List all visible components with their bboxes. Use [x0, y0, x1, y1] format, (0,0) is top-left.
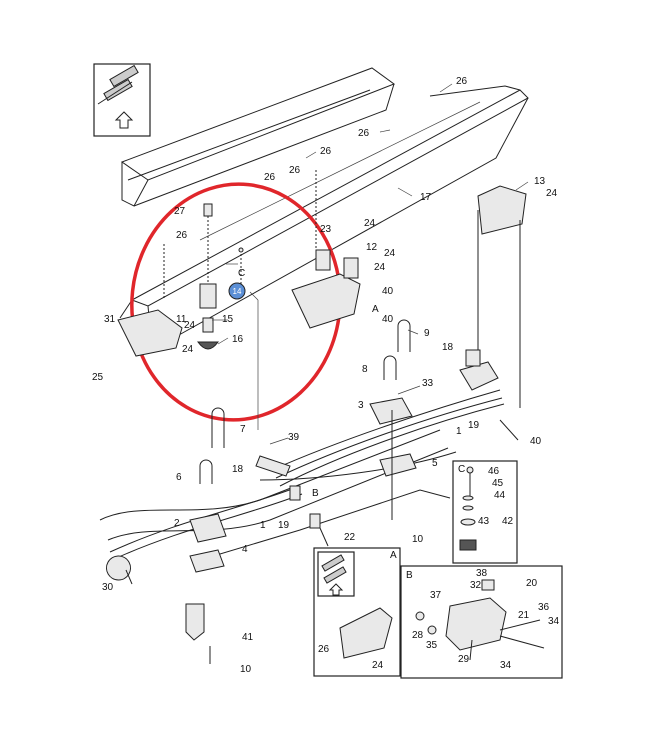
detail-A-item-1: 24 [372, 660, 384, 671]
leader-lines [212, 83, 529, 445]
callout-24: 24 [182, 344, 194, 355]
callout-15: 15 [222, 314, 234, 325]
callout-17: 17 [420, 192, 432, 203]
detail-box-A: A 26 24 [313, 547, 401, 677]
highlight-badge [228, 282, 246, 300]
callout-2: 2 [174, 518, 180, 529]
detail-C-item-1: 45 [492, 478, 504, 489]
detail-B-item-3: 37 [430, 590, 442, 601]
callout-40: 40 [530, 436, 542, 447]
callout-A: A [372, 304, 379, 315]
callout-24: 24 [184, 320, 196, 331]
highlight-badge-label: 14 [233, 287, 242, 296]
detail-B-item-9: 29 [458, 654, 470, 665]
callout-18: 18 [442, 342, 454, 353]
detail-A-item-0: 26 [318, 644, 330, 655]
u-bolts [199, 319, 411, 520]
detail-B-item-2: 20 [526, 578, 538, 589]
detail-box-B: B 38 32 20 37 21 36 34 28 35 29 34 [400, 565, 563, 679]
center-bracket [291, 170, 361, 329]
callout-3: 3 [358, 400, 364, 411]
callout-8: 8 [362, 364, 368, 375]
callout-33: 33 [422, 378, 434, 389]
callout-23: 23 [320, 224, 332, 235]
callout-25: 25 [92, 372, 104, 383]
callout-B: B [312, 488, 319, 499]
detail-B-item-4: 21 [518, 610, 530, 621]
callout-41: 41 [242, 632, 254, 643]
callout-16: 16 [232, 334, 244, 345]
callout-10: 10 [240, 664, 252, 675]
detail-B-item-6: 34 [548, 616, 560, 627]
callout-6: 6 [176, 472, 182, 483]
callout-1: 1 [456, 426, 462, 437]
detail-B-item-10: 34 [500, 660, 512, 671]
detail-B-item-7: 28 [412, 630, 424, 641]
callout-40: 40 [382, 286, 394, 297]
callout-7: 7 [240, 424, 246, 435]
callout-26: 26 [320, 146, 332, 157]
callout-24: 24 [374, 262, 386, 273]
callout-4: 4 [242, 544, 248, 555]
bump-stop-assembly: 14 [117, 203, 246, 357]
callout-13: 13 [534, 176, 546, 187]
callout-18: 18 [232, 464, 244, 475]
callout-5: 5 [432, 458, 438, 469]
frame-rail [119, 67, 529, 351]
callout-26: 26 [358, 128, 370, 139]
callout-26: 26 [176, 230, 188, 241]
detail-C-item-0: 46 [488, 466, 500, 477]
callout-40: 40 [382, 314, 394, 325]
callout-12: 12 [366, 242, 378, 253]
callout-19: 19 [468, 420, 480, 431]
detail-B-label: B [406, 570, 413, 581]
axle-beam [99, 397, 451, 573]
callout-26: 26 [456, 76, 468, 87]
callout-24: 24 [546, 188, 558, 199]
detail-B-item-5: 36 [538, 602, 550, 613]
callouts: 26 26 26 26 26 26 13 24 24 24 24 24 24 1… [92, 76, 558, 675]
callout-11: 11 [176, 314, 187, 325]
detail-B-item-0: 38 [476, 568, 488, 579]
callout-39: 39 [288, 432, 300, 443]
links [106, 349, 519, 664]
detail-B-item-1: 32 [470, 580, 482, 591]
callout-26: 26 [264, 172, 276, 183]
detail-box-C: C 46 45 44 43 42 [452, 460, 518, 564]
detail-B-item-8: 35 [426, 640, 438, 651]
callout-1: 1 [260, 520, 266, 531]
callout-9: 9 [424, 328, 430, 339]
callout-26: 26 [289, 165, 301, 176]
callout-10: 10 [412, 534, 424, 545]
callout-19: 19 [278, 520, 290, 531]
detail-C-label: C [458, 464, 465, 475]
callout-30: 30 [102, 582, 114, 593]
callout-24: 24 [384, 248, 396, 259]
callout-C: C [238, 268, 245, 279]
callout-22: 22 [344, 532, 356, 543]
callout-31: 31 [104, 314, 116, 325]
callout-24: 24 [364, 218, 376, 229]
detail-A-label: A [390, 550, 397, 561]
detail-C-item-3: 43 [478, 516, 490, 527]
orientation-inset [93, 63, 151, 137]
detail-C-item-2: 44 [494, 490, 506, 501]
right-hanger [477, 185, 527, 408]
detail-C-item-4: 42 [502, 516, 514, 527]
callout-27: 27 [174, 206, 186, 217]
